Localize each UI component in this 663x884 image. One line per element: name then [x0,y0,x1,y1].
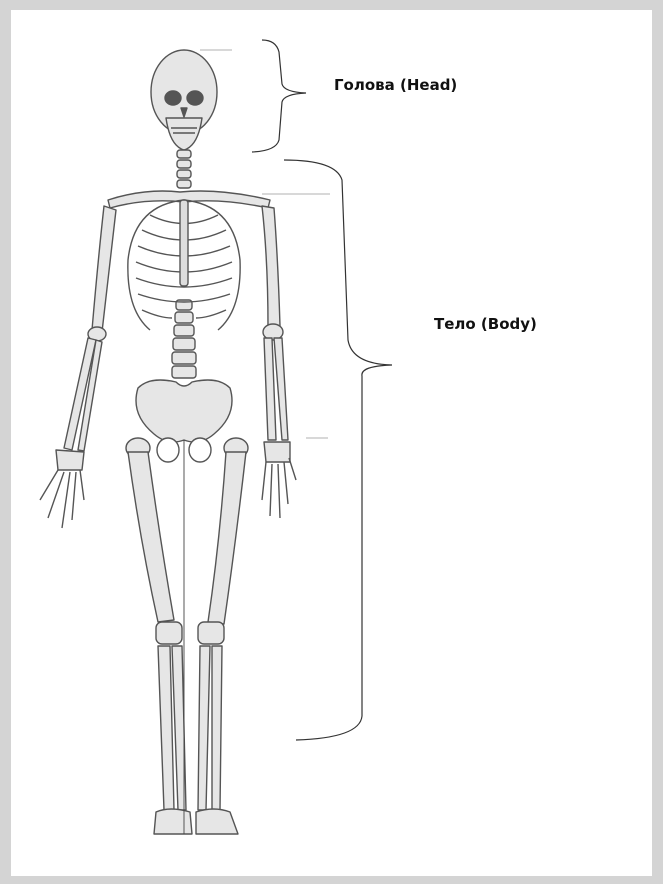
skull [151,50,217,150]
right-arm [262,206,296,518]
body-bracket [284,160,392,740]
left-leg [126,438,192,834]
pelvis [136,380,232,442]
head-bracket [252,40,306,152]
head-label: Голова (Head) [334,76,457,94]
body-label: Тело (Body) [434,315,537,333]
clavicles [108,191,270,208]
left-arm [40,206,116,528]
right-leg [196,438,248,834]
